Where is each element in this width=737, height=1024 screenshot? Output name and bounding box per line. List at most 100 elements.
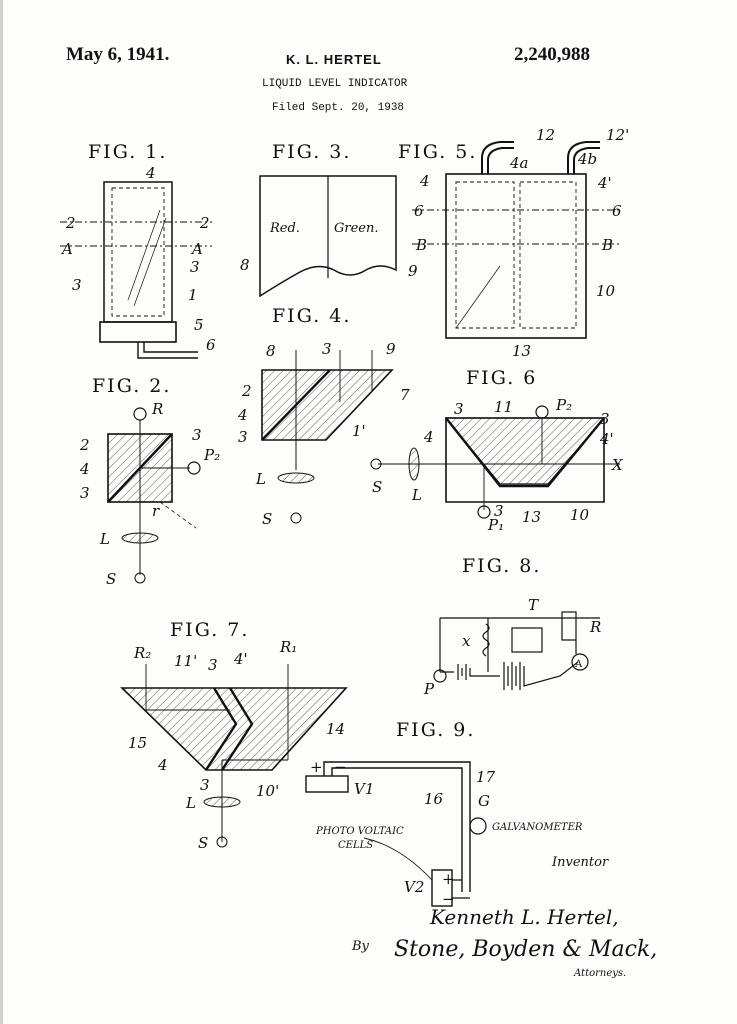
svg-text:−: − — [442, 890, 455, 908]
galvanometer-label: GALVANOMETER — [492, 822, 583, 833]
photo-voltaic-label: PHOTO VOLTAIC — [315, 826, 404, 837]
svg-text:3: 3 — [494, 502, 504, 520]
svg-text:3: 3 — [192, 426, 202, 444]
svg-text:13: 13 — [522, 508, 541, 526]
svg-text:8: 8 — [266, 342, 276, 360]
svg-text:P₂: P₂ — [203, 446, 220, 464]
patent-date: May 6, 1941. — [66, 44, 170, 65]
svg-text:2: 2 — [199, 214, 210, 232]
svg-text:14: 14 — [326, 720, 345, 738]
svg-text:12: 12 — [536, 126, 555, 144]
svg-text:4: 4 — [79, 460, 90, 478]
svg-text:6: 6 — [414, 202, 424, 220]
figure-9: FIG. 9. + − + − V1 V2 16 17 G GALVANOMET… — [305, 719, 583, 908]
svg-text:2: 2 — [65, 214, 76, 232]
svg-text:+: + — [442, 870, 455, 888]
patent-number: 2,240,988 — [514, 44, 590, 65]
wire-16-label: 16 — [424, 790, 444, 808]
svg-text:R₂: R₂ — [133, 644, 151, 662]
attorneys-caption: Attorneys. — [573, 968, 626, 979]
svg-text:2: 2 — [241, 382, 252, 400]
svg-text:4': 4' — [597, 174, 612, 192]
svg-text:3: 3 — [72, 276, 82, 294]
svg-text:1': 1' — [352, 422, 366, 440]
svg-text:12': 12' — [606, 126, 629, 144]
by-label: By — [351, 939, 370, 954]
inventor-signature: Kenneth L. Hertel, — [429, 905, 619, 929]
attorneys-signature: Stone, Boyden & Mack, — [394, 937, 657, 962]
svg-text:1: 1 — [188, 286, 198, 304]
svg-text:A: A — [60, 240, 73, 258]
svg-text:4a: 4a — [509, 154, 529, 172]
svg-text:r: r — [152, 502, 160, 520]
svg-text:3: 3 — [80, 484, 90, 502]
svg-text:3: 3 — [322, 340, 332, 358]
svg-text:4': 4' — [599, 430, 614, 448]
fig2-caption: FIG. 2. — [92, 375, 171, 397]
svg-text:4b: 4b — [577, 150, 597, 168]
svg-text:4: 4 — [419, 172, 430, 190]
inventor-caption: Inventor — [551, 855, 609, 870]
svg-text:3: 3 — [600, 410, 610, 428]
svg-text:R₁: R₁ — [279, 638, 297, 656]
svg-text:B: B — [415, 236, 427, 254]
svg-text:R: R — [589, 618, 601, 636]
svg-text:3: 3 — [208, 656, 218, 674]
svg-text:S: S — [198, 834, 208, 852]
svg-text:6: 6 — [612, 202, 622, 220]
svg-text:X: X — [611, 456, 624, 474]
svg-text:3: 3 — [454, 400, 464, 418]
fig7-caption: FIG. 7. — [170, 619, 249, 641]
patent-title: LIQUID LEVEL INDICATOR — [262, 78, 408, 90]
inventor-header: K. L. HERTEL — [286, 52, 382, 67]
svg-text:R: R — [151, 400, 163, 418]
svg-text:+: + — [310, 758, 323, 776]
svg-text:A: A — [190, 240, 203, 258]
svg-text:L: L — [411, 486, 422, 504]
cells-label: CELLS — [338, 840, 373, 851]
svg-text:4: 4 — [145, 164, 156, 182]
svg-text:L: L — [255, 470, 266, 488]
svg-text:9: 9 — [386, 340, 396, 358]
wire-17-label: 17 — [476, 768, 496, 786]
svg-text:T: T — [528, 596, 539, 614]
fig5-caption: FIG. 5. — [398, 141, 477, 163]
svg-text:13: 13 — [512, 342, 531, 360]
figure-4: FIG. 4. 8 3 9 7 2 4 3 1' L S — [237, 305, 410, 528]
v1-label: V1 — [354, 780, 374, 798]
svg-text:11': 11' — [174, 652, 197, 670]
red-panel-label: Red. — [269, 221, 300, 236]
svg-text:S: S — [106, 570, 116, 588]
svg-text:2: 2 — [79, 436, 90, 454]
figure-7: FIG. 7. R₂ 11' 3 4' R₁ 14 15 4 3 10' L S — [120, 619, 348, 852]
figure-2: FIG. 2. R P₂ 2 4 3 3 r L S — [79, 375, 220, 588]
figure-3: FIG. 3. Red. Green. 8 9 — [240, 141, 418, 298]
filed-date: Filed Sept. 20, 1938 — [272, 102, 405, 114]
fig9-caption: FIG. 9. — [396, 719, 475, 741]
svg-text:11: 11 — [494, 398, 513, 416]
fig3-caption: FIG. 3. — [272, 141, 351, 163]
fig4-caption: FIG. 4. — [272, 305, 351, 327]
svg-text:P₂: P₂ — [555, 396, 572, 414]
svg-text:x: x — [462, 632, 471, 650]
svg-text:B: B — [601, 236, 613, 254]
svg-text:L: L — [99, 530, 110, 548]
svg-text:P: P — [423, 680, 435, 698]
svg-text:−: − — [334, 758, 347, 776]
figure-6: FIG. 6 3 11 P₂ 3 4 4' X S L 3 13 10 P₁ — [370, 367, 624, 534]
page-left-edge — [0, 0, 3, 1024]
svg-text:15: 15 — [128, 734, 147, 752]
svg-text:7: 7 — [400, 386, 410, 404]
green-panel-label: Green. — [334, 221, 379, 236]
svg-text:6: 6 — [206, 336, 216, 354]
fig8-caption: FIG. 8. — [462, 555, 541, 577]
svg-text:4: 4 — [237, 406, 248, 424]
svg-text:10': 10' — [256, 782, 279, 800]
svg-text:S: S — [372, 478, 382, 496]
svg-text:5: 5 — [194, 316, 204, 334]
svg-text:P₁: P₁ — [487, 516, 504, 534]
svg-text:3: 3 — [200, 776, 210, 794]
galvanometer-g-label: G — [478, 792, 490, 810]
signature-block: Inventor Kenneth L. Hertel, By Stone, Bo… — [351, 855, 657, 979]
